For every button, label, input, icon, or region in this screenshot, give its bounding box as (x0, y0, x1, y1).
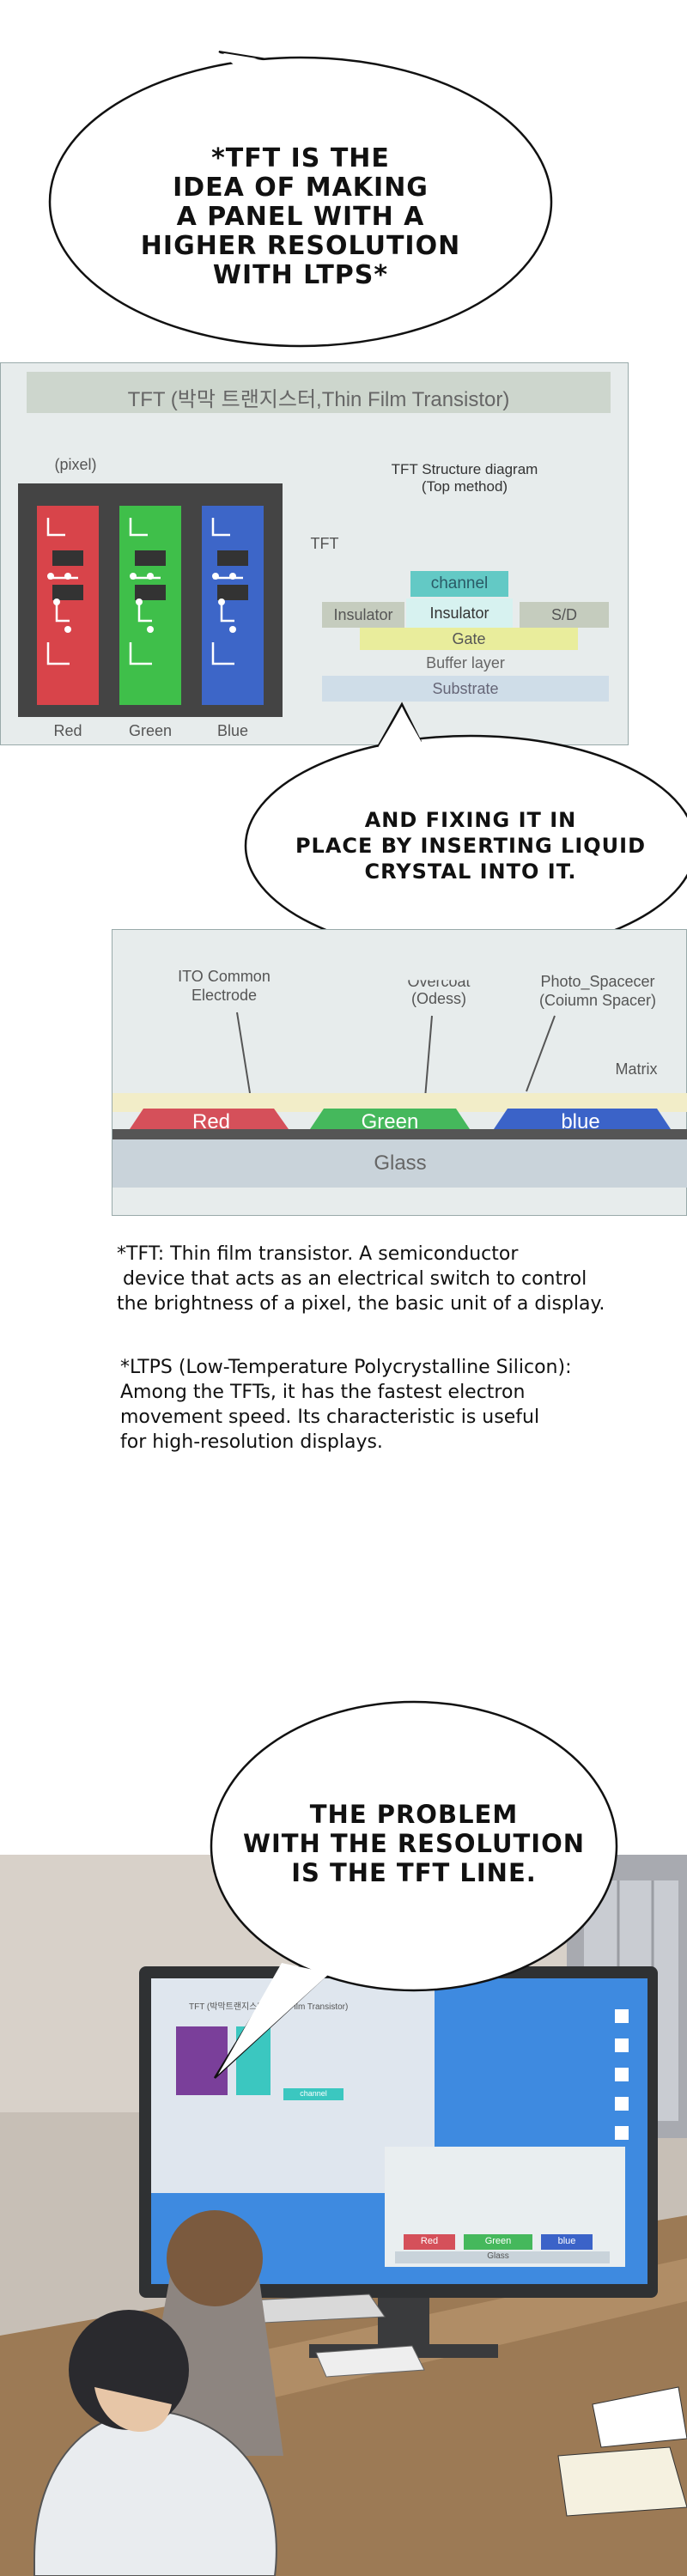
bubble-2-text: AND FIXING IT IN PLACE BY INSERTING LIQU… (273, 807, 668, 884)
pixel-label-blue: Blue (216, 722, 249, 739)
tft-slide-title: TFT (박막 트랜지스터,Thin Film Transistor) (127, 388, 510, 411)
bubble-3-text: THE PROBLEM WITH THE RESOLUTION IS THE T… (242, 1800, 586, 1887)
bubble-3-line: WITH THE RESOLUTION (242, 1829, 586, 1858)
ltps-footnote-line: *LTPS (Low-Temperature Polycrystalline S… (120, 1357, 572, 1378)
pixel-label: (pixel) (54, 456, 97, 473)
lcd-green: Green (361, 1110, 419, 1133)
lcd-glass: Glass (374, 1151, 427, 1175)
tft-slide: TFT (박막 트랜지스터,Thin Film Transistor) (pix… (0, 362, 629, 745)
bubble-2-line: AND FIXING IT IN (364, 808, 577, 832)
bubble-3-line: THE PROBLEM (309, 1800, 519, 1829)
lcd-cross-section (112, 1012, 687, 1188)
bubble-1-text: *TFT IS THE IDEA OF MAKING A PANEL WITH … (94, 144, 507, 290)
speech-bubble-3: THE PROBLEM WITH THE RESOLUTION IS THE T… (0, 1674, 687, 2087)
office-scene-illustration (0, 1855, 687, 2576)
bubble-1-line: HIGHER RESOLUTION (140, 231, 461, 261)
pixel-label-red: Red (53, 722, 82, 739)
tft-slide-title-bar (27, 372, 611, 413)
speech-bubble-2-shape (244, 702, 687, 957)
ito-label-1: ITO Common (178, 968, 271, 985)
bubble-1-line: *TFT IS THE (211, 143, 390, 173)
lcd-slide: ITO Common Electrode Overcoat (Odess) Ph… (112, 929, 687, 1216)
bubble-2-line: CRYSTAL INTO IT. (364, 860, 577, 884)
monitor-glass-label: Glass (487, 2251, 509, 2261)
monitor-red-label: Red (420, 2236, 439, 2246)
structure-title: TFT Structure diagram (391, 461, 538, 477)
overcoat-label-1: Overcoat (407, 973, 471, 990)
layer-substrate: Substrate (322, 676, 609, 702)
monitor-green-label: Green (484, 2236, 512, 2246)
layer-insulator-mid: Insulator (406, 598, 513, 628)
tft-footnote-line: the brightness of a pixel, the basic uni… (117, 1293, 605, 1315)
tft-footnote-line: device that acts as an electrical switch… (117, 1268, 587, 1290)
monitor-channel-label: channel (300, 2089, 327, 2098)
ito-label-2: Electrode (191, 987, 258, 1004)
ltps-footnote-line: Among the TFTs, it has the fastest elect… (120, 1382, 526, 1403)
lcd-red: Red (192, 1110, 231, 1133)
speech-bubble-1-shape (48, 51, 553, 348)
speech-bubble-2: AND FIXING IT IN PLACE BY INSERTING LIQU… (0, 678, 687, 987)
bubble-2-line: PLACE BY INSERTING LIQUID (295, 834, 647, 858)
layer-buffer: Buffer layer (322, 650, 609, 676)
bubble-1-line: IDEA OF MAKING (173, 173, 429, 203)
bubble-3-line: IS THE TFT LINE. (291, 1858, 537, 1887)
pixel-green (119, 506, 181, 705)
bubble-1-line: A PANEL WITH A (176, 202, 425, 232)
tft-label: TFT (310, 535, 339, 552)
overcoat-label-2: (Odess) (410, 990, 466, 1007)
pixel-red (37, 506, 99, 705)
pixel-label-green: Green (128, 722, 173, 739)
tft-footnote-line: *TFT: Thin film transistor. A semiconduc… (117, 1243, 519, 1265)
structure-subtitle: (Top method) (421, 478, 508, 495)
layer-channel: channel (410, 571, 508, 597)
layer-sd: S/D (520, 602, 609, 628)
ltps-footnote-line: movement speed. Its characteristic is us… (120, 1406, 540, 1428)
matrix-label: Matrix (615, 1060, 658, 1078)
photo-label-2: (Coiumn Spacer) (538, 992, 657, 1009)
speech-bubble-3-shape (210, 1700, 618, 2079)
pixel-circuits (46, 518, 248, 665)
bubble-1-line: WITH LTPS* (212, 260, 389, 290)
layer-gate: Gate (360, 628, 578, 650)
ltps-footnote: *LTPS (Low-Temperature Polycrystalline S… (120, 1355, 684, 1455)
photo-label-1: Photo_Spacecer (540, 973, 655, 990)
monitor-blue-label: blue (557, 2236, 576, 2246)
pixel-blue (202, 506, 264, 705)
layer-insulator-left: Insulator (322, 602, 404, 628)
lcd-blue: blue (561, 1110, 600, 1133)
tft-footnote: *TFT: Thin film transistor. A semiconduc… (117, 1242, 684, 1316)
ltps-footnote-line: for high-resolution displays. (120, 1431, 383, 1453)
speech-bubble-1: *TFT IS THE IDEA OF MAKING A PANEL WITH … (0, 0, 687, 361)
